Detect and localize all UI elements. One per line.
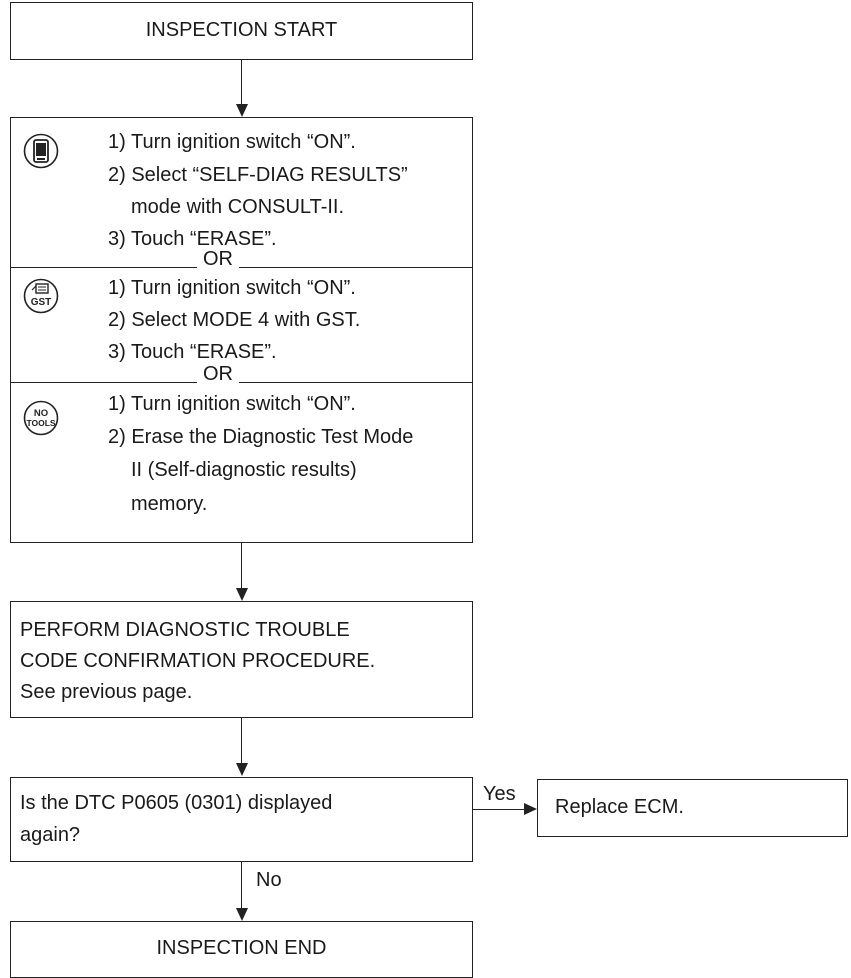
perform-line-1: PERFORM DIAGNOSTIC TROUBLE [20,619,350,641]
consult-step-2-cont: mode with CONSULT-II. [131,196,345,218]
perform-line-2: CODE CONFIRMATION PROCEDURE. [20,650,376,672]
consult-step-1: 1) Turn ignition switch “ON”. [108,131,356,153]
inspection-end-label: INSPECTION END [156,937,327,959]
inspection-start-box: INSPECTION START [10,2,473,60]
gst-step-3: 3) Touch “ERASE”. [108,341,277,363]
gst-icon: GST [23,278,59,314]
no-tools-step-2: 2) Erase the Diagnostic Test Mode [108,426,414,448]
dtc-displayed-decision-box: Is the DTC P0605 (0301) displayed again? [10,777,473,862]
perform-procedure-box: PERFORM DIAGNOSTIC TROUBLE CODE CONFIRMA… [10,601,473,718]
connector-line [241,718,242,764]
gst-step-1: 1) Turn ignition switch “ON”. [108,277,356,299]
consult-step-3: 3) Touch “ERASE”. [108,228,277,250]
gst-step-2: 2) Select MODE 4 with GST. [108,309,361,331]
no-tools-step-1: 1) Turn ignition switch “ON”. [108,393,356,415]
yes-connector-arrow [524,803,537,815]
or-divider-2 [11,382,472,383]
consult-step-2: 2) Select “SELF-DIAG RESULTS” [108,164,408,186]
decision-line-2: again? [20,824,81,846]
inspection-end-box: INSPECTION END [10,921,473,978]
no-tools-icon-text-top: NO [34,408,48,419]
no-tools-icon: NO TOOLS [23,400,59,436]
no-connector-arrow [236,908,248,921]
no-label: No [256,869,282,891]
connector-line [241,60,242,105]
no-tools-icon-text-bottom: TOOLS [26,418,55,428]
connector-arrow [236,104,248,117]
or-label-2: OR [197,362,239,386]
connector-line [241,543,242,589]
no-tools-step-2-cont-1: II (Self-diagnostic results) [131,459,357,481]
yes-connector-line [473,809,525,810]
replace-ecm-box: Replace ECM. [537,779,848,837]
connector-arrow [236,763,248,776]
connector-arrow [236,588,248,601]
or-divider-1 [11,267,472,268]
decision-line-1: Is the DTC P0605 (0301) displayed [20,792,333,814]
perform-line-3: See previous page. [20,681,193,703]
or-label-1: OR [197,247,239,271]
inspection-start-label: INSPECTION START [145,19,338,41]
erase-dtc-box: 1) Turn ignition switch “ON”. 2) Select … [10,117,473,543]
yes-label: Yes [483,783,516,805]
gst-icon-text: GST [31,297,52,308]
no-tools-step-2-cont-2: memory. [131,493,208,515]
replace-ecm-label: Replace ECM. [555,796,684,818]
consult-tester-icon [23,133,59,169]
no-connector-line [241,862,242,909]
